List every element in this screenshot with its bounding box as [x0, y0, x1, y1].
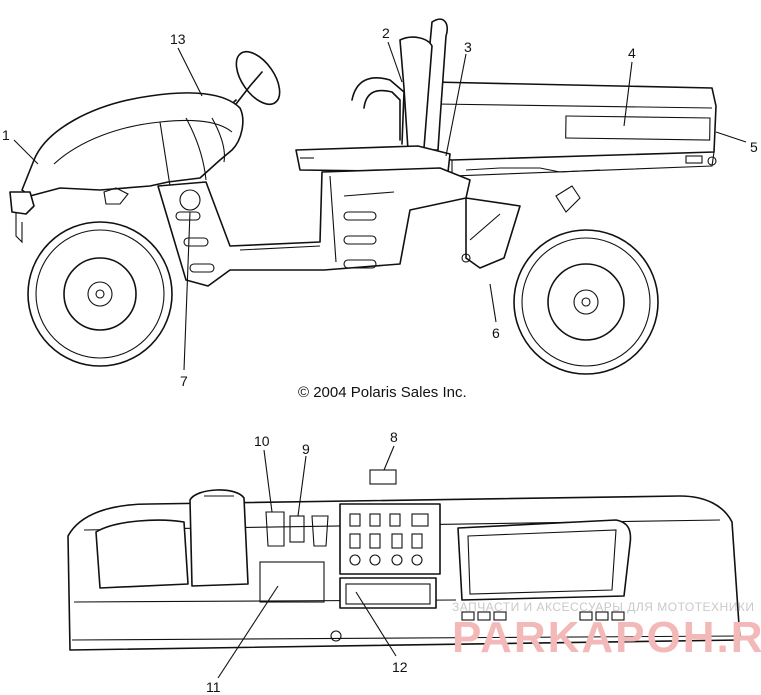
side-panels	[157, 167, 581, 287]
seat-and-roll-bar	[295, 18, 451, 173]
decal-holder-10	[265, 511, 285, 547]
decal-11	[259, 561, 325, 603]
watermark: ЗАПЧАСТИ И АКСЕССУАРЫ ДЛЯ МОТОТЕХНИКИ PA…	[452, 600, 761, 662]
side-vent	[189, 263, 215, 273]
callout-label: 9	[302, 441, 310, 457]
hitch-ball	[707, 156, 717, 166]
callout-label: 10	[254, 433, 270, 449]
callout-label: 1	[2, 127, 10, 143]
callout-label: 4	[628, 45, 636, 61]
reservoir-tank	[189, 489, 249, 587]
dashboard-view	[67, 469, 741, 651]
side-vent	[343, 259, 377, 269]
copyright-notice: © 2004 Polaris Sales Inc.	[298, 384, 467, 401]
front-bumper	[9, 191, 35, 215]
decal-8	[369, 469, 397, 485]
watermark-subtitle: ЗАПЧАСТИ И АКСЕССУАРЫ ДЛЯ МОТОТЕХНИКИ	[452, 600, 754, 614]
cargo-box-decal	[565, 115, 711, 141]
watermark-brand: PARKAPOH.RU	[452, 613, 761, 662]
callout-label: 7	[180, 373, 188, 389]
leader-lines	[13, 41, 747, 679]
callout-label: 11	[206, 679, 221, 695]
right-glove-box	[457, 519, 632, 601]
callout-label: 3	[464, 39, 472, 55]
left-storage-compartment	[95, 519, 189, 589]
side-vent	[175, 211, 201, 221]
decal-9	[289, 515, 305, 543]
side-vent	[183, 237, 209, 247]
vehicle-side-view	[9, 18, 717, 375]
tail-light	[685, 155, 703, 164]
callout-label: 5	[750, 139, 758, 155]
callout-label: 13	[170, 31, 186, 47]
callout-label: 12	[392, 659, 408, 675]
rear-suspension	[555, 185, 581, 213]
rear-fender-panel	[465, 197, 521, 269]
front-body	[9, 92, 244, 244]
key-switch	[330, 630, 342, 642]
front-vent	[103, 187, 129, 205]
rear-wheel	[513, 229, 659, 375]
side-decal-circle	[179, 189, 201, 211]
front-wheel	[27, 221, 173, 367]
side-vent	[343, 235, 377, 245]
callout-labels: 1 2 3 4 5 6 7 8 9 10 11 12 13	[2, 25, 758, 695]
cargo-box	[431, 81, 717, 177]
callout-label: 8	[390, 429, 398, 445]
callout-label: 6	[492, 325, 500, 341]
switch-panel	[339, 503, 441, 575]
side-vent	[343, 211, 377, 221]
callout-label: 2	[382, 25, 390, 41]
steering-wheel	[225, 50, 281, 111]
